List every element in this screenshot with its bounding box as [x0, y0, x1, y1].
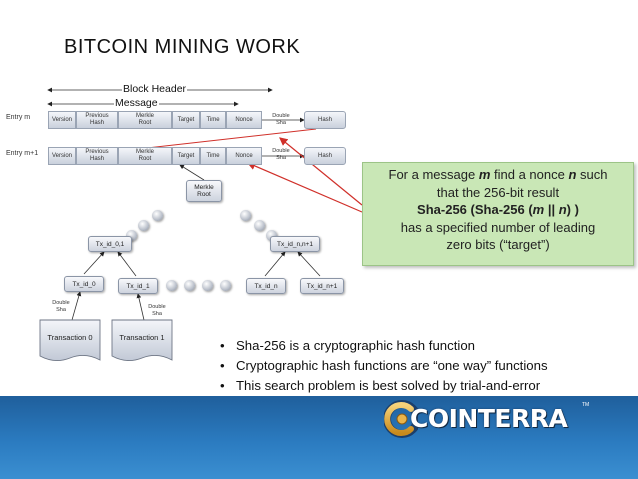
tx-id-n-node: Tx_id_n: [246, 278, 286, 294]
message-label: Message: [114, 97, 159, 109]
coin-c-icon: [384, 400, 418, 438]
row1-double-sha: Double Sha: [272, 113, 290, 126]
row2-time: Time: [200, 147, 226, 165]
tree-dot: [138, 220, 149, 231]
entry-m-label: Entry m: [6, 114, 31, 121]
tx-id-n1-node: Tx_id_n+1: [300, 278, 344, 294]
tx0-double-sha: Double Sha: [52, 300, 70, 313]
cointerra-logo: COINTERRA TM: [384, 400, 589, 440]
row2-nonce: Nonce: [226, 147, 262, 165]
entry-m1-label: Entry m+1: [6, 150, 39, 157]
bullet-item: This search problem is best solved by tr…: [218, 376, 638, 396]
row2-merkle-root: Merkle Root: [118, 147, 172, 165]
slide-title: BITCOIN MINING WORK: [64, 36, 301, 58]
row1-nonce: Nonce: [226, 111, 262, 129]
bullet-list: Sha-256 is a cryptographic hash function…: [218, 336, 638, 396]
nonce-callout: For a message m find a nonce n such that…: [362, 162, 634, 266]
tree-dot: [266, 230, 277, 241]
merkle-root-node: Merkle Root: [186, 180, 222, 202]
row1-version: Version: [48, 111, 76, 129]
callout-line-4: has a specified number of leading: [400, 219, 596, 235]
tree-dot: [166, 280, 177, 291]
callout-line-3: Sha-256 (Sha-256 (m || n) ): [417, 202, 579, 217]
logo-wordmark: COINTERRA: [410, 404, 568, 433]
callout-line-1: For a message m find a nonce n such: [388, 167, 608, 182]
transaction-0-label: Transaction 0: [47, 333, 93, 342]
transaction-0-shape: [39, 319, 101, 361]
tx1-double-sha: Double Sha: [148, 304, 166, 317]
transaction-1-label: Transaction 1: [119, 333, 165, 342]
row1-target: Target: [172, 111, 200, 129]
tree-dot: [240, 210, 251, 221]
row2-double-sha: Double Sha: [272, 148, 290, 161]
tree-dot: [202, 280, 213, 291]
trademark-mark: TM: [582, 402, 590, 408]
row1-hash: Hash: [304, 111, 346, 129]
callout-line-5: zero bits (“target”): [446, 237, 550, 252]
tree-dot: [184, 280, 195, 291]
tree-dot: [126, 230, 137, 241]
bullet-item: Sha-256 is a cryptographic hash function: [218, 336, 638, 356]
row1-previous-hash: Previous Hash: [76, 111, 118, 129]
tree-dot: [254, 220, 265, 231]
bullet-item: Cryptographic hash functions are “one wa…: [218, 356, 638, 376]
transaction-1-shape: [111, 319, 173, 361]
tx-id-n-n1-node: Tx_id_n,n+1: [270, 236, 320, 252]
tree-dot: [152, 210, 163, 221]
row1-merkle-root: Merkle Root: [118, 111, 172, 129]
tree-dot: [220, 280, 231, 291]
row2-version: Version: [48, 147, 76, 165]
row2-previous-hash: Previous Hash: [76, 147, 118, 165]
row1-time: Time: [200, 111, 226, 129]
footer-band: [0, 396, 638, 479]
tx-id-1-node: Tx_id_1: [118, 278, 158, 294]
block-header-label: Block Header: [122, 83, 188, 95]
tx-id-0-node: Tx_id_0: [64, 276, 104, 292]
tx-id-0-1-node: Tx_id_0,1: [88, 236, 132, 252]
row2-target: Target: [172, 147, 200, 165]
callout-line-2: that the 256-bit result: [436, 184, 560, 200]
row2-hash: Hash: [304, 147, 346, 165]
